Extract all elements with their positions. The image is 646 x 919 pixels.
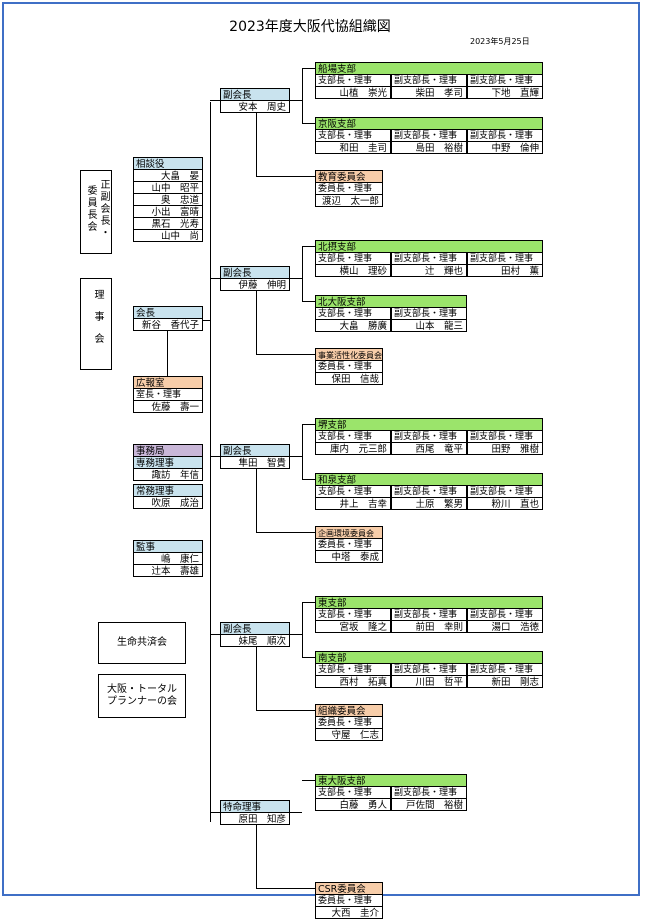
connector-line	[256, 469, 257, 532]
life-mutual-aid-box: 生命共済会	[98, 622, 186, 664]
branch-member: 粉川 直也	[467, 497, 543, 510]
connector-line	[302, 602, 315, 603]
executive-director-name: 諏訪 年信	[133, 468, 203, 481]
branch-member: 湯口 浩徳	[467, 620, 543, 633]
vice-president-name: 伊藤 伸明	[220, 278, 290, 291]
connector-line	[256, 532, 315, 533]
life-mutual-aid-label: 生命共済会	[117, 637, 167, 648]
connector-line	[256, 291, 257, 354]
managing-director-name: 吹原 成治	[133, 496, 203, 509]
connector-line	[302, 301, 315, 302]
connector-line	[302, 657, 315, 658]
connector-line	[210, 634, 220, 635]
connector-line	[302, 602, 303, 658]
branch-member: 山植 崇光	[315, 86, 391, 99]
branch-member: 田野 雅樹	[467, 442, 543, 455]
board-label: 理事会	[92, 289, 103, 355]
branch-member: 横山 理砂	[315, 264, 391, 277]
connector-line	[302, 246, 315, 247]
connector-line	[290, 812, 302, 813]
branch-member: 川田 哲平	[391, 675, 467, 688]
total-planner-box: 大阪・トータル プランナーの会	[98, 674, 186, 718]
branch-member: 庫内 元三郎	[315, 442, 391, 455]
board-box: 理事会	[80, 278, 112, 370]
branch-member: 柴田 孝司	[391, 86, 467, 99]
connector-line	[210, 456, 220, 457]
advisor-name: 山中 尚	[133, 229, 203, 242]
connector-line	[210, 100, 220, 101]
branch-member: 白藤 勇人	[315, 798, 391, 811]
committee-member: 大西 圭介	[315, 906, 383, 919]
branch-member: 山本 龍三	[391, 319, 467, 332]
branch-member: 新田 剛志	[467, 675, 543, 688]
chart-date: 2023年5月25日	[470, 37, 530, 46]
connector-line	[256, 710, 315, 711]
connector-line	[210, 278, 220, 279]
vice-president-name: 原田 知彦	[220, 812, 290, 825]
chart-title: 2023年度大阪代協組織図	[229, 19, 391, 35]
officers-line-1: 正副会長・	[98, 179, 109, 239]
connector-line	[210, 812, 220, 813]
branch-member: 前田 幸則	[391, 620, 467, 633]
committee-member: 中塔 泰成	[315, 550, 383, 563]
branch-member: 島田 裕樹	[391, 141, 467, 154]
branch-member: 中野 倫伸	[467, 141, 543, 154]
branch-member: 戸佐間 裕樹	[391, 798, 467, 811]
branch-member: 和田 圭司	[315, 141, 391, 154]
vice-president-name: 妹尾 順次	[220, 634, 290, 647]
connector-line	[290, 278, 302, 279]
connector-line	[256, 176, 315, 177]
connector-line	[256, 113, 257, 176]
connector-line	[302, 424, 315, 425]
branch-member: 辻 輝也	[391, 264, 467, 277]
vice-president-name: 隼田 智貴	[220, 456, 290, 469]
branch-member: 田村 薫	[467, 264, 543, 277]
connector-line	[302, 68, 303, 124]
committee-member: 守屋 仁志	[315, 728, 383, 741]
branch-member: 西尾 竜平	[391, 442, 467, 455]
pr-office-name: 佐藤 壽一	[133, 400, 203, 413]
president-name: 新谷 香代子	[133, 318, 203, 331]
connector-line	[290, 456, 302, 457]
officers-line-2: 委員長会	[85, 185, 96, 233]
branch-member: 下地 直輝	[467, 86, 543, 99]
connector-line	[167, 331, 168, 376]
connector-line	[302, 123, 315, 124]
branch-member: 大畠 勝廣	[315, 319, 391, 332]
connector-line	[302, 424, 303, 480]
connector-line	[302, 246, 303, 302]
connector-line	[256, 354, 315, 355]
branch-member: 宮坂 隆之	[315, 620, 391, 633]
connector-line	[302, 68, 315, 69]
connector-line	[302, 479, 315, 480]
auditor-name: 辻本 壽雄	[133, 564, 203, 577]
branch-member: 西村 拓真	[315, 675, 391, 688]
vice-president-name: 安本 周史	[220, 100, 290, 113]
total-planner-line-1: 大阪・トータル	[107, 684, 177, 695]
connector-line	[210, 102, 211, 822]
connector-line	[302, 780, 315, 781]
connector-line	[256, 888, 315, 889]
connector-line	[290, 100, 302, 101]
branch-member: 井上 吉幸	[315, 497, 391, 510]
connector-line	[256, 825, 257, 888]
connector-line	[290, 634, 302, 635]
connector-line	[203, 320, 211, 321]
officers-committee-box: 正副会長・ 委員長会	[80, 170, 112, 254]
connector-line	[256, 647, 257, 710]
committee-member: 保田 信哉	[315, 372, 383, 385]
branch-member: 土原 繁男	[391, 497, 467, 510]
total-planner-line-2: プランナーの会	[107, 696, 177, 707]
committee-member: 渡辺 太一郎	[315, 194, 383, 207]
